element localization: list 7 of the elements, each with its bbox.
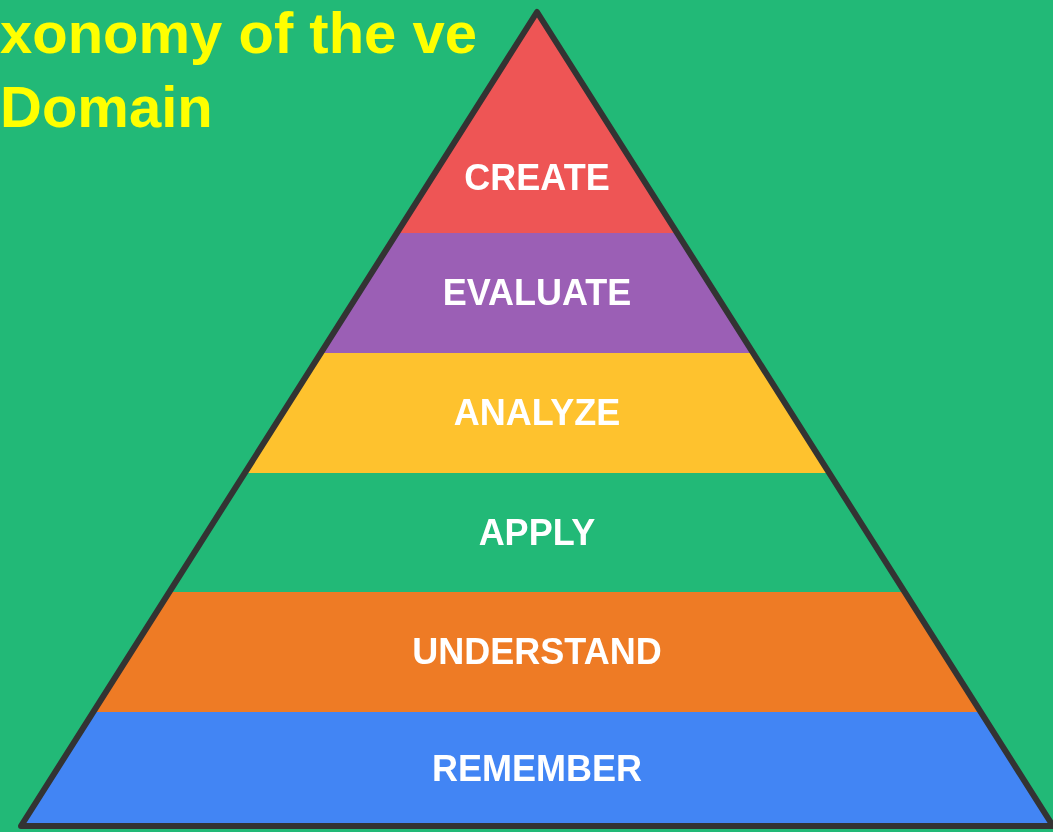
title: xonomy of the ve Domain bbox=[0, 0, 478, 141]
level-label: EVALUATE bbox=[442, 272, 632, 314]
level-label: APPLY bbox=[478, 511, 596, 554]
level-label: ANALYZE bbox=[453, 392, 621, 434]
level-label: REMEMBER bbox=[432, 748, 642, 790]
level-label: CREATE bbox=[464, 157, 610, 199]
level-label: UNDERSTAND bbox=[412, 631, 662, 673]
